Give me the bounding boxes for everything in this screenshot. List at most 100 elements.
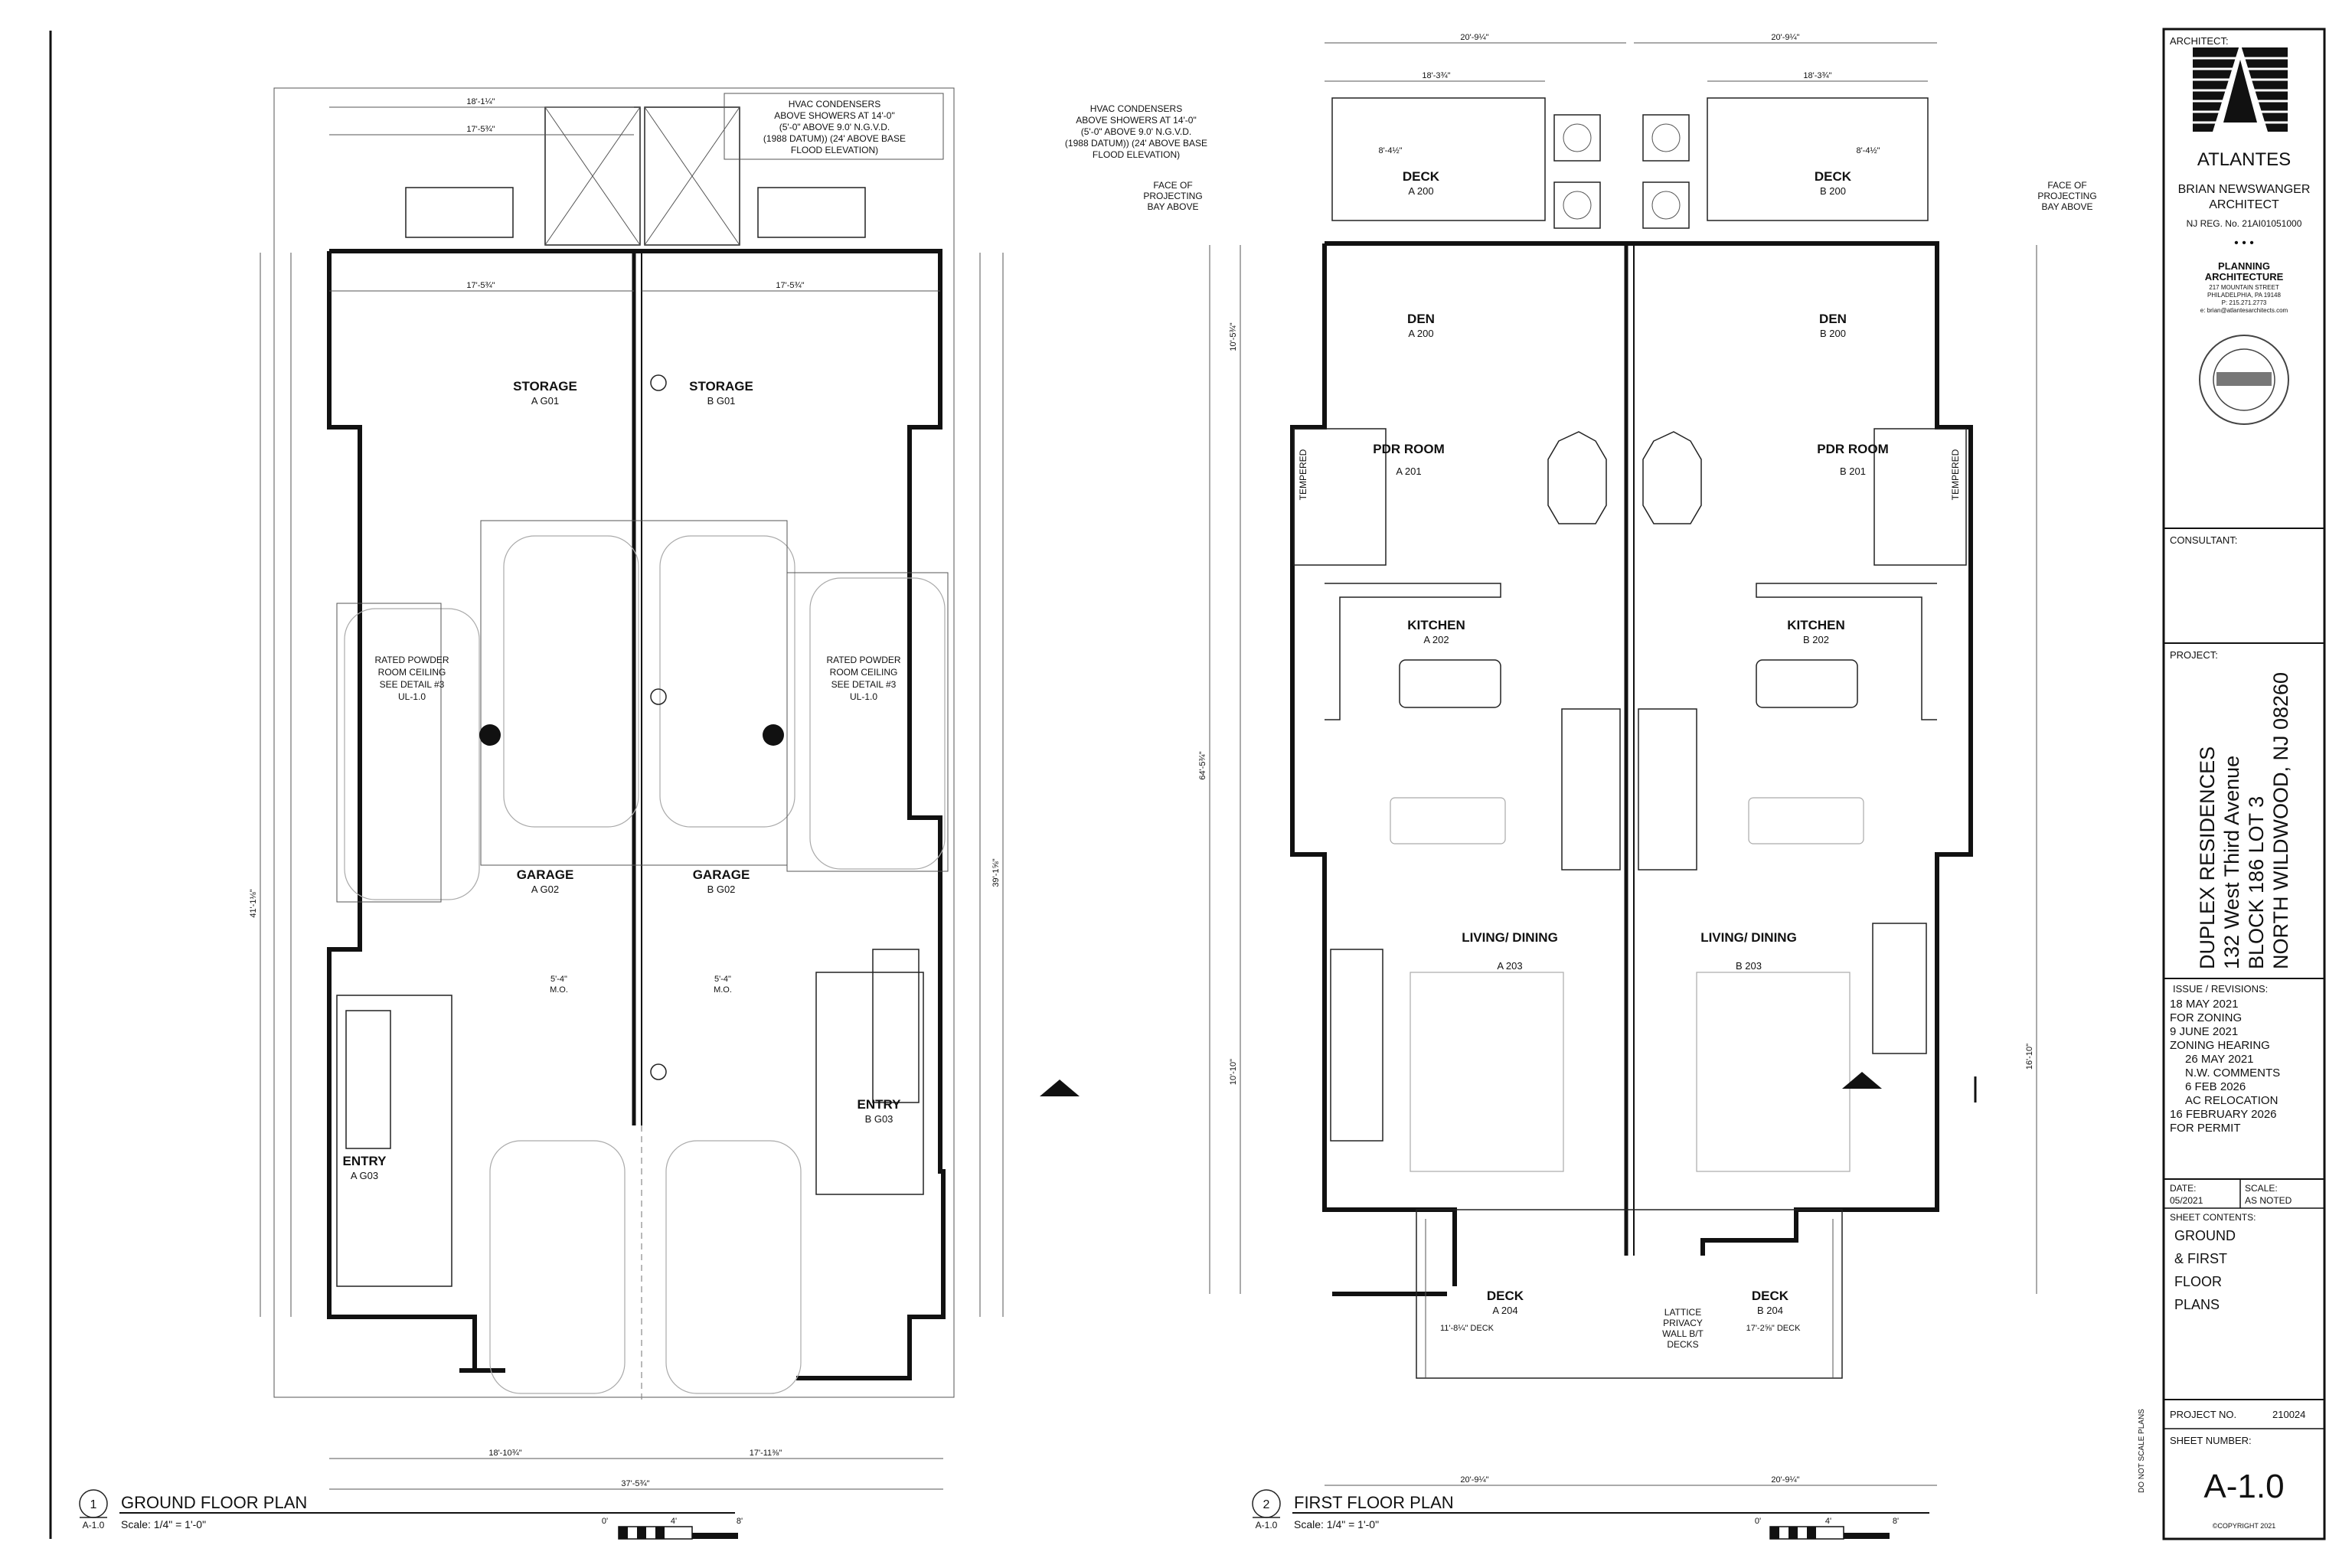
svg-text:KITCHEN: KITCHEN <box>1407 618 1465 632</box>
svg-text:GROUND FLOOR PLAN: GROUND FLOOR PLAN <box>121 1493 307 1512</box>
svg-text:20'-9¼": 20'-9¼" <box>1460 1475 1488 1485</box>
svg-text:LATTICE: LATTICE <box>1664 1307 1701 1318</box>
ground-hvac-note: HVAC CONDENSERS ABOVE SHOWERS AT 14'-0" … <box>724 93 944 160</box>
svg-text:DEN: DEN <box>1819 312 1847 326</box>
address-line: 217 MOUNTAIN STREET <box>2209 284 2279 291</box>
registered-architect-seal <box>2199 335 2289 425</box>
first-stair-a <box>1561 708 1621 871</box>
firm-name: ATLANTES <box>2197 149 2291 170</box>
svg-text:NORTH WILDWOOD, NJ 08260: NORTH WILDWOOD, NJ 08260 <box>2269 672 2292 969</box>
svg-text:FLOOD ELEVATION): FLOOD ELEVATION) <box>1093 149 1180 160</box>
first-plan-title: 2 A-1.0 FIRST FLOOR PLAN Scale: 1/4" = 1… <box>1252 1489 1929 1530</box>
consultant-label: CONSULTANT: <box>2170 534 2237 546</box>
car-outlines <box>344 535 946 1394</box>
rated-note-right: RATED POWDER ROOM CEILING SEE DETAIL #3 … <box>826 655 900 702</box>
room-label: STORAGE <box>513 379 577 394</box>
room-number: B G01 <box>707 395 736 407</box>
svg-text:20'-9¼": 20'-9¼" <box>1771 1475 1799 1485</box>
pdr-room-a <box>1293 428 1387 566</box>
email-line: e: brian@atlantesarchitects.com <box>2200 307 2288 314</box>
svg-text:DECK: DECK <box>1487 1289 1524 1303</box>
svg-text:8': 8' <box>737 1517 743 1526</box>
svg-text:BLOCK 186 LOT 3: BLOCK 186 LOT 3 <box>2245 796 2268 969</box>
svg-text:0': 0' <box>602 1517 608 1526</box>
svg-text:SEE DETAIL #3: SEE DETAIL #3 <box>380 679 445 690</box>
architect-label: ARCHITECT: <box>2170 35 2229 47</box>
ground-entry-a <box>336 995 452 1287</box>
contents-line: PLANS <box>2174 1297 2220 1312</box>
contents-line: FLOOR <box>2174 1274 2222 1289</box>
svg-text:B 204: B 204 <box>1757 1305 1783 1316</box>
svg-text:18'-10¾": 18'-10¾" <box>488 1449 521 1458</box>
room-number: A G01 <box>531 395 559 407</box>
first-dimensions: 20'-9¼" 20'-9¼" 18'-3¾" 18'-3¾" 8'-4½" 8… <box>1198 33 2034 1485</box>
svg-text:AC RELOCATION: AC RELOCATION <box>2185 1094 2278 1107</box>
first-deck-a <box>1331 97 1546 221</box>
address-line: PHILADELPHIA, PA 19148 <box>2207 292 2281 299</box>
svg-text:16 FEBRUARY 2026: 16 FEBRUARY 2026 <box>2170 1108 2277 1121</box>
room-number: A G03 <box>351 1170 378 1181</box>
living-area-b <box>1696 972 1851 1172</box>
room-label: ENTRY <box>343 1154 387 1168</box>
svg-text:18'-1¼": 18'-1¼" <box>466 97 495 106</box>
svg-text:FLOOD ELEVATION): FLOOD ELEVATION) <box>791 145 878 155</box>
svg-text:FOR ZONING: FOR ZONING <box>2170 1011 2242 1024</box>
svg-text:HVAC CONDENSERS: HVAC CONDENSERS <box>789 99 880 109</box>
svg-text:A-1.0: A-1.0 <box>1256 1520 1278 1530</box>
svg-text:11'-8¼" DECK: 11'-8¼" DECK <box>1440 1324 1494 1333</box>
svg-text:39'-1⅝": 39'-1⅝" <box>991 858 1001 887</box>
first-room-labels: DECK A 200 DECK B 200 DEN A 200 DEN B 20… <box>1373 169 1889 1316</box>
svg-text:DUPLEX RESIDENCES: DUPLEX RESIDENCES <box>2196 746 2219 969</box>
svg-text:4': 4' <box>671 1517 677 1526</box>
ground-entry-b <box>815 972 924 1195</box>
svg-text:17'-2⅝" DECK: 17'-2⅝" DECK <box>1746 1324 1801 1333</box>
svg-text:17'-5¾": 17'-5¾" <box>466 281 495 290</box>
svg-text:(1988 DATUM)) (24' ABOVE BASE: (1988 DATUM)) (24' ABOVE BASE <box>1065 138 1207 149</box>
first-exterior-wall <box>1290 241 1973 1296</box>
face-note-left: FACE OF PROJECTING BAY ABOVE <box>1143 180 1202 212</box>
svg-text:17'-5¾": 17'-5¾" <box>776 281 804 290</box>
svg-text:BAY ABOVE: BAY ABOVE <box>2042 201 2093 212</box>
svg-text:B 200: B 200 <box>1820 185 1846 197</box>
ground-scale-bar: 0' 4' 8' <box>602 1517 743 1540</box>
svg-text:(5'-0" ABOVE 9.0' N.G.V.D.: (5'-0" ABOVE 9.0' N.G.V.D. <box>1081 126 1191 137</box>
date-value: 05/2021 <box>2170 1195 2203 1206</box>
kitchen-island-b <box>1756 659 1858 708</box>
svg-text:KITCHEN: KITCHEN <box>1787 618 1845 632</box>
svg-text:FIRST FLOOR PLAN: FIRST FLOOR PLAN <box>1294 1493 1454 1512</box>
room-label: STORAGE <box>689 379 753 394</box>
room-label: ENTRY <box>858 1097 902 1112</box>
svg-text:M.O.: M.O. <box>714 985 732 995</box>
room-number: B G03 <box>865 1113 893 1125</box>
revisions-list: ISSUE / REVISIONS: 18 MAY 2021 FOR ZONIN… <box>2170 983 2280 1135</box>
sheet-number: A-1.0 <box>2203 1468 2284 1505</box>
kitchen-island-a <box>1399 659 1501 708</box>
svg-text:10'-10": 10'-10" <box>1229 1059 1238 1085</box>
sheet-number-label: SHEET NUMBER: <box>2170 1435 2252 1446</box>
svg-text:ABOVE SHOWERS AT 14'-0": ABOVE SHOWERS AT 14'-0" <box>774 110 895 121</box>
first-stair-b <box>1638 708 1697 871</box>
svg-text:B 200: B 200 <box>1820 328 1846 339</box>
first-floor-plan <box>1209 42 2037 1486</box>
scale-value: AS NOTED <box>2245 1195 2292 1206</box>
svg-text:A-1.0: A-1.0 <box>83 1520 105 1530</box>
project-no-label: PROJECT NO. <box>2170 1409 2236 1420</box>
svg-text:20'-9¼": 20'-9¼" <box>1460 33 1488 42</box>
dining-table-a <box>1390 797 1506 844</box>
svg-text:LIVING/ DINING: LIVING/ DINING <box>1462 930 1558 945</box>
svg-text:BAY ABOVE: BAY ABOVE <box>1148 201 1199 212</box>
svg-text:ROOM CEILING: ROOM CEILING <box>378 667 446 678</box>
living-area-a <box>1410 972 1564 1172</box>
svg-text:5'-4": 5'-4" <box>714 975 731 984</box>
svg-text:PDR ROOM: PDR ROOM <box>1817 442 1889 456</box>
svg-text:9 JUNE 2021: 9 JUNE 2021 <box>2170 1025 2238 1038</box>
svg-text:UL-1.0: UL-1.0 <box>850 691 877 702</box>
svg-text:PDR ROOM: PDR ROOM <box>1373 442 1445 456</box>
tempered-label: TEMPERED <box>1298 449 1308 500</box>
svg-text:PROJECTING: PROJECTING <box>2037 191 2096 201</box>
svg-text:17'-5¾": 17'-5¾" <box>466 125 495 134</box>
svg-text:ROOM CEILING: ROOM CEILING <box>830 667 898 678</box>
project-no: 210024 <box>2272 1409 2305 1420</box>
first-deck-b <box>1707 97 1929 221</box>
